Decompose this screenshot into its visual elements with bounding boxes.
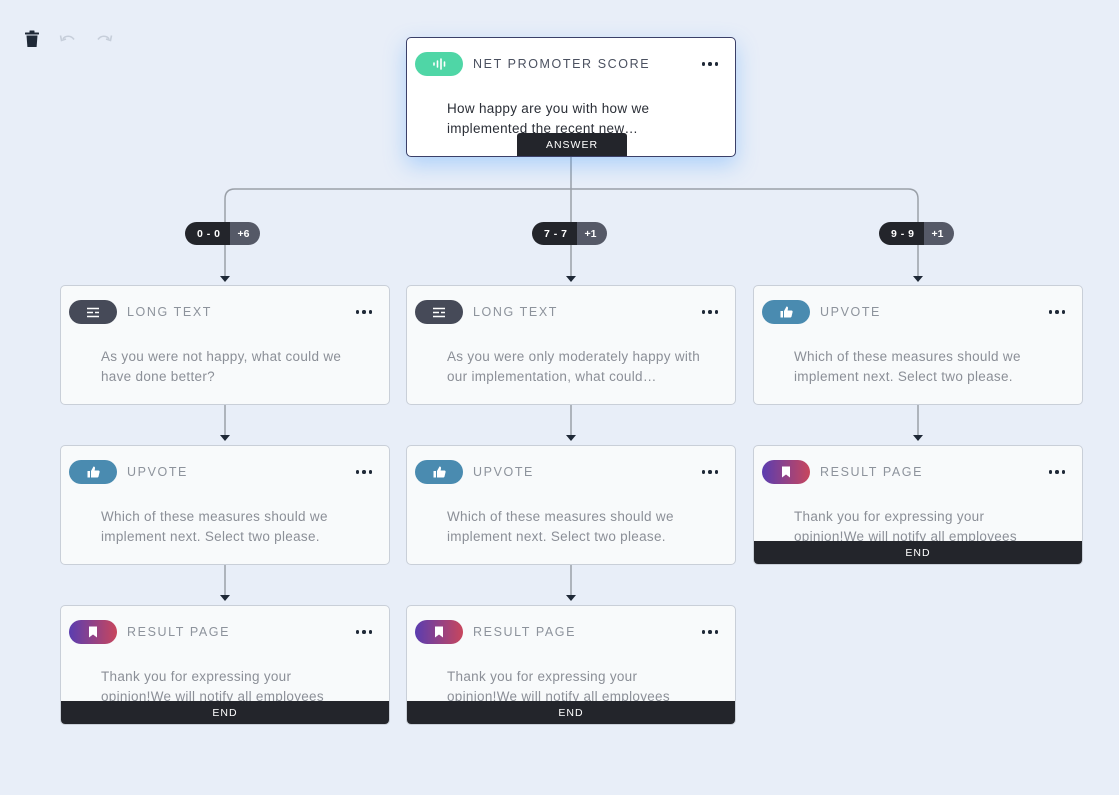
question-type-label: UPVOTE [473, 465, 534, 479]
question-text: Which of these measures should we implem… [101, 509, 328, 544]
redo-icon[interactable] [94, 29, 114, 49]
more-options-icon[interactable] [697, 462, 723, 482]
card-header: RESULT PAGE [415, 620, 576, 644]
bookmark-icon [415, 620, 463, 644]
card-header: UPVOTE [762, 300, 881, 324]
question-type-label: RESULT PAGE [473, 625, 577, 639]
card-header: NET PROMOTER SCORE [415, 52, 650, 76]
question-type-label: NET PROMOTER SCORE [473, 57, 651, 71]
result-text: Thank you for expressing your opinion!We… [794, 509, 1017, 541]
question-text: Which of these measures should we implem… [447, 509, 674, 544]
card-header: RESULT PAGE [762, 460, 923, 484]
text-lines-icon [415, 300, 463, 324]
range-value: 7 - 7 [532, 222, 577, 245]
upvote-question-card[interactable]: UPVOTE Which of these measures should we… [753, 285, 1083, 405]
branch-range-badge[interactable]: 0 - 0 +6 [185, 222, 260, 245]
end-label: END [61, 701, 389, 724]
nps-question-card[interactable]: NET PROMOTER SCORE How happy are you wit… [406, 37, 736, 157]
text-lines-icon [69, 300, 117, 324]
upvote-question-card[interactable]: UPVOTE Which of these measures should we… [406, 445, 736, 565]
question-type-label: RESULT PAGE [127, 625, 231, 639]
question-text: Which of these measures should we implem… [794, 349, 1021, 384]
branch-range-badge[interactable]: 9 - 9 +1 [879, 222, 954, 245]
more-options-icon[interactable] [697, 622, 723, 642]
range-value: 9 - 9 [879, 222, 924, 245]
long-text-question-card[interactable]: LONG TEXT As you were not happy, what co… [60, 285, 390, 405]
more-options-icon[interactable] [697, 302, 723, 322]
card-header: LONG TEXT [69, 300, 212, 324]
range-more-count: +1 [923, 222, 954, 245]
question-text: As you were only moderately happy with o… [447, 349, 701, 384]
more-options-icon[interactable] [351, 302, 377, 322]
result-page-card[interactable]: RESULT PAGE Thank you for expressing you… [60, 605, 390, 725]
card-header: UPVOTE [415, 460, 534, 484]
card-header: LONG TEXT [415, 300, 558, 324]
question-type-label: RESULT PAGE [820, 465, 924, 479]
more-options-icon[interactable] [351, 462, 377, 482]
nps-icon [415, 52, 463, 76]
result-page-card[interactable]: RESULT PAGE Thank you for expressing you… [406, 605, 736, 725]
result-page-card[interactable]: RESULT PAGE Thank you for expressing you… [753, 445, 1083, 565]
end-label: END [407, 701, 735, 724]
end-label: END [754, 541, 1082, 564]
question-type-label: LONG TEXT [473, 305, 559, 319]
thumbs-up-icon [762, 300, 810, 324]
upvote-question-card[interactable]: UPVOTE Which of these measures should we… [60, 445, 390, 565]
question-text: As you were not happy, what could we hav… [101, 349, 342, 384]
range-more-count: +6 [229, 222, 260, 245]
question-type-label: UPVOTE [127, 465, 188, 479]
bookmark-icon [762, 460, 810, 484]
question-type-label: LONG TEXT [127, 305, 213, 319]
undo-icon[interactable] [58, 29, 78, 49]
card-header: UPVOTE [69, 460, 188, 484]
thumbs-up-icon [415, 460, 463, 484]
bookmark-icon [69, 620, 117, 644]
range-value: 0 - 0 [185, 222, 230, 245]
question-type-label: UPVOTE [820, 305, 881, 319]
long-text-question-card[interactable]: LONG TEXT As you were only moderately ha… [406, 285, 736, 405]
answer-button[interactable]: ANSWER [517, 133, 627, 156]
branch-range-badge[interactable]: 7 - 7 +1 [532, 222, 607, 245]
more-options-icon[interactable] [697, 54, 723, 74]
result-text: Thank you for expressing your opinion!We… [447, 669, 670, 701]
trash-icon[interactable] [22, 29, 42, 49]
card-header: RESULT PAGE [69, 620, 230, 644]
thumbs-up-icon [69, 460, 117, 484]
canvas-toolbar [22, 29, 114, 49]
range-more-count: +1 [576, 222, 607, 245]
result-text: Thank you for expressing your opinion!We… [101, 669, 324, 701]
more-options-icon[interactable] [351, 622, 377, 642]
more-options-icon[interactable] [1044, 462, 1070, 482]
question-text: How happy are you with how we implemente… [447, 101, 650, 136]
more-options-icon[interactable] [1044, 302, 1070, 322]
